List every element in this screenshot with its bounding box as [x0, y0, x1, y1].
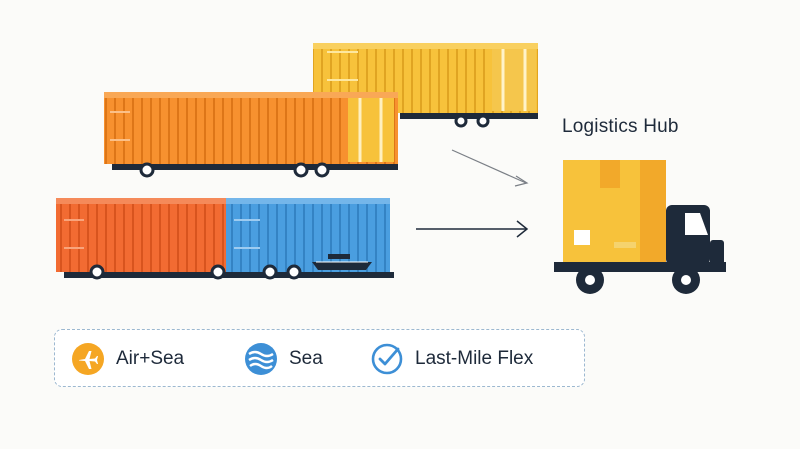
legend-label-last-mile: Last-Mile Flex [415, 348, 534, 369]
legend-item-last-mile: Last-Mile Flex [371, 343, 533, 375]
arrow-to-hub-lower [416, 220, 529, 238]
arrow-to-hub-upper [451, 149, 529, 187]
legend-label-air-sea: Air+Sea [116, 348, 185, 369]
legend-item-air-sea: Air+Sea [72, 343, 184, 375]
ship-icon [312, 254, 372, 270]
check-circle-icon [371, 343, 403, 375]
delivery-truck [554, 160, 726, 294]
waves-icon [245, 343, 277, 375]
legend-item-sea: Sea [245, 343, 323, 375]
legend-label-sea: Sea [289, 348, 323, 369]
legend: Air+Sea Sea Last-Mile Flex [54, 329, 585, 387]
airplane-icon [72, 343, 104, 375]
container-trailer-red-blue [56, 198, 394, 280]
container-trailer-orange [104, 92, 398, 178]
hub-title: Logistics Hub [562, 116, 679, 137]
